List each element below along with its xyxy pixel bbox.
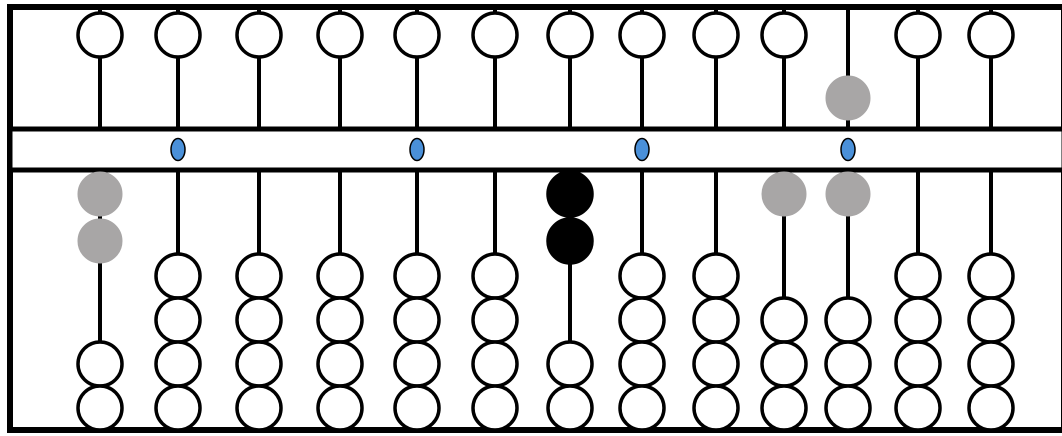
lower-bead-rod-13-2 bbox=[967, 296, 1015, 344]
upper-bead-rod-7 bbox=[546, 11, 594, 59]
lower-bead-rod-6-4 bbox=[471, 384, 519, 432]
lower-bead-rod-10-3 bbox=[760, 340, 808, 388]
unit-marker-dot-rod-8 bbox=[634, 137, 650, 162]
lower-bead-rod-9-4 bbox=[692, 384, 740, 432]
upper-bead-rod-12 bbox=[894, 11, 942, 59]
lower-bead-rod-2-3 bbox=[154, 340, 202, 388]
upper-bead-rod-3 bbox=[235, 11, 283, 59]
lower-bead-rod-5-2 bbox=[393, 296, 441, 344]
upper-bead-rod-9 bbox=[692, 11, 740, 59]
lower-bead-rod-9-2 bbox=[692, 296, 740, 344]
lower-bead-rod-7-2 bbox=[546, 217, 594, 265]
lower-bead-rod-1-2 bbox=[77, 218, 123, 264]
lower-bead-rod-13-4 bbox=[967, 384, 1015, 432]
lower-bead-rod-9-1 bbox=[692, 252, 740, 300]
lower-bead-rod-4-4 bbox=[316, 384, 364, 432]
lower-bead-rod-12-1 bbox=[894, 252, 942, 300]
lower-bead-rod-9-3 bbox=[692, 340, 740, 388]
upper-bead-rod-11 bbox=[825, 75, 871, 121]
lower-bead-rod-10-4 bbox=[760, 384, 808, 432]
lower-bead-rod-11-1 bbox=[825, 171, 871, 217]
lower-bead-rod-2-2 bbox=[154, 296, 202, 344]
lower-bead-rod-13-1 bbox=[967, 252, 1015, 300]
unit-marker-dot-rod-2 bbox=[170, 137, 186, 162]
lower-bead-rod-3-1 bbox=[235, 252, 283, 300]
reckoning-beam bbox=[7, 126, 1062, 173]
lower-bead-rod-4-2 bbox=[316, 296, 364, 344]
lower-bead-rod-11-3 bbox=[824, 340, 872, 388]
unit-marker-dot-rod-11 bbox=[840, 137, 856, 162]
lower-bead-rod-2-1 bbox=[154, 252, 202, 300]
lower-bead-rod-1-3 bbox=[76, 340, 124, 388]
upper-bead-rod-6 bbox=[471, 11, 519, 59]
upper-bead-rod-8 bbox=[618, 11, 666, 59]
lower-bead-rod-1-1 bbox=[77, 171, 123, 217]
lower-bead-rod-1-4 bbox=[76, 384, 124, 432]
upper-bead-rod-1 bbox=[76, 11, 124, 59]
lower-bead-rod-8-1 bbox=[618, 252, 666, 300]
upper-bead-rod-4 bbox=[316, 11, 364, 59]
lower-bead-rod-11-4 bbox=[824, 384, 872, 432]
unit-marker-dot-rod-5 bbox=[409, 137, 425, 162]
lower-bead-rod-7-1 bbox=[546, 170, 594, 218]
lower-bead-rod-4-1 bbox=[316, 252, 364, 300]
lower-bead-rod-12-2 bbox=[894, 296, 942, 344]
lower-bead-rod-13-3 bbox=[967, 340, 1015, 388]
lower-bead-rod-5-3 bbox=[393, 340, 441, 388]
lower-bead-rod-8-4 bbox=[618, 384, 666, 432]
lower-bead-rod-12-3 bbox=[894, 340, 942, 388]
lower-bead-rod-10-1 bbox=[761, 171, 807, 217]
lower-bead-rod-3-4 bbox=[235, 384, 283, 432]
lower-bead-rod-8-2 bbox=[618, 296, 666, 344]
lower-bead-rod-12-4 bbox=[894, 384, 942, 432]
upper-bead-rod-5 bbox=[393, 11, 441, 59]
lower-bead-rod-7-4 bbox=[546, 384, 594, 432]
upper-bead-rod-10 bbox=[760, 11, 808, 59]
lower-bead-rod-6-3 bbox=[471, 340, 519, 388]
lower-bead-rod-8-3 bbox=[618, 340, 666, 388]
lower-bead-rod-6-1 bbox=[471, 252, 519, 300]
lower-bead-rod-5-1 bbox=[393, 252, 441, 300]
lower-bead-rod-3-2 bbox=[235, 296, 283, 344]
lower-bead-rod-7-3 bbox=[546, 340, 594, 388]
upper-bead-rod-13 bbox=[967, 11, 1015, 59]
upper-bead-rod-2 bbox=[154, 11, 202, 59]
lower-bead-rod-6-2 bbox=[471, 296, 519, 344]
markers-layer bbox=[170, 137, 856, 162]
lower-bead-rod-3-3 bbox=[235, 340, 283, 388]
lower-bead-rod-11-2 bbox=[824, 296, 872, 344]
beads-layer bbox=[76, 11, 1015, 432]
abacus-frame bbox=[7, 4, 1062, 433]
lower-bead-rod-10-2 bbox=[760, 296, 808, 344]
lower-bead-rod-2-4 bbox=[154, 384, 202, 432]
lower-bead-rod-4-3 bbox=[316, 340, 364, 388]
lower-bead-rod-5-4 bbox=[393, 384, 441, 432]
